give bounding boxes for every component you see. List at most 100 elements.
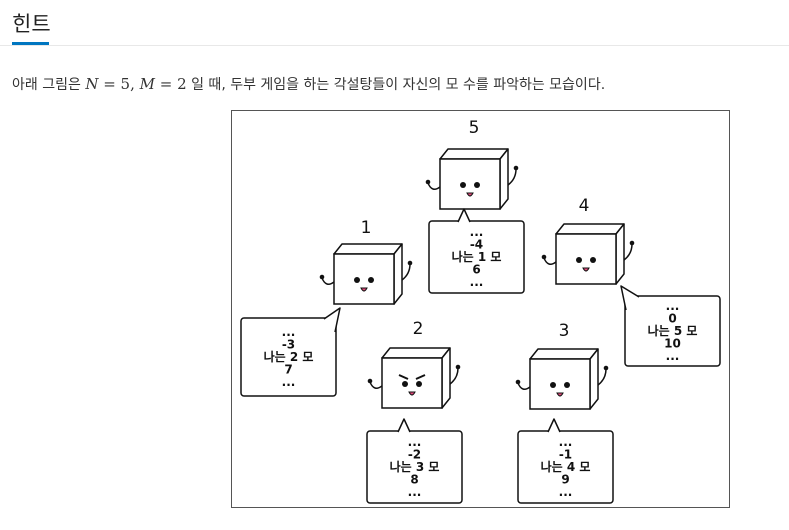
bubble-line: -1 bbox=[559, 447, 572, 461]
speech-bubble: ...-4나는 1 모6... bbox=[428, 208, 525, 294]
cube-front bbox=[555, 233, 617, 285]
bubble-line: ... bbox=[408, 435, 422, 449]
sugar-cube-4: 4 ...0나는 5 모10... bbox=[541, 196, 721, 367]
hint-header: 힌트 bbox=[0, 0, 789, 46]
bubble-line: -3 bbox=[282, 337, 295, 351]
bubble-mo-line: 나는 2 모 bbox=[264, 349, 314, 364]
bubble-mo-line: 나는 5 모 bbox=[648, 323, 698, 338]
cube-eye bbox=[564, 382, 570, 388]
cube-eye bbox=[550, 382, 556, 388]
header-divider bbox=[0, 45, 789, 46]
cube-arm-right bbox=[401, 263, 411, 281]
bubble-tail bbox=[620, 285, 640, 311]
cube-eye bbox=[402, 381, 408, 387]
bubble-line: -2 bbox=[408, 447, 421, 461]
bubble-line: 9 bbox=[561, 472, 569, 486]
bubble-line: 0 bbox=[668, 311, 676, 325]
bubble-line: 7 bbox=[284, 362, 292, 376]
cube-eye bbox=[354, 277, 360, 283]
cube-eye bbox=[474, 182, 480, 188]
cube-side bbox=[499, 148, 509, 210]
cube-label: 2 bbox=[413, 319, 424, 339]
cube-top bbox=[555, 223, 625, 235]
cube-eye bbox=[368, 277, 374, 283]
cube-label: 1 bbox=[361, 218, 372, 238]
cube-arm-left bbox=[369, 381, 383, 389]
cube-hand bbox=[407, 260, 413, 266]
speech-bubble: ...-2나는 3 모8... bbox=[366, 418, 463, 504]
cube-side bbox=[393, 243, 403, 305]
cube-top bbox=[381, 347, 451, 359]
bubble-line: ... bbox=[559, 435, 573, 449]
bubble-tail bbox=[457, 208, 471, 223]
cube-hand bbox=[541, 254, 547, 260]
cube-mouth bbox=[582, 267, 590, 272]
bubble-box bbox=[240, 317, 337, 397]
bubble-mo-line: 나는 4 모 bbox=[541, 459, 591, 474]
cube-side bbox=[615, 223, 625, 285]
cube-arm-left bbox=[427, 182, 441, 190]
bubble-box bbox=[624, 295, 721, 367]
cube-arm-right bbox=[597, 368, 607, 386]
bubble-line: 8 bbox=[410, 472, 418, 486]
bubble-line: ... bbox=[470, 225, 484, 239]
sugar-cube-1: 1...-3나는 2 모7... bbox=[240, 218, 413, 397]
cube-arm-right bbox=[449, 367, 459, 385]
cube-arm-right bbox=[623, 243, 633, 261]
cube-hand bbox=[603, 365, 609, 371]
cube-eye bbox=[460, 182, 466, 188]
cube-label: 5 bbox=[469, 118, 480, 138]
cube-label: 4 bbox=[579, 196, 590, 216]
cube-mouth bbox=[466, 192, 474, 197]
section-title: 힌트 bbox=[12, 12, 51, 36]
bubble-line: ... bbox=[408, 485, 422, 499]
bubble-mo-line: 나는 1 모 bbox=[452, 249, 502, 264]
cube-hand bbox=[367, 378, 373, 384]
cube-hand bbox=[629, 240, 635, 246]
cube-eyebrows bbox=[398, 374, 426, 380]
cube-mouth bbox=[408, 391, 416, 396]
cube-arm-left bbox=[543, 257, 557, 265]
hint-description: 아래 그림은 N = 5, M = 2 일 때, 두부 게임을 하는 각설탕들이… bbox=[12, 74, 605, 94]
sugar-cube-2: 2...-2나는 3 모8... bbox=[366, 319, 463, 504]
cube-top bbox=[333, 243, 403, 255]
cube-front bbox=[333, 253, 395, 305]
bubble-line: 6 bbox=[472, 262, 480, 276]
cube-front bbox=[529, 358, 591, 410]
bubble-line: ... bbox=[470, 275, 484, 289]
bubble-line: ... bbox=[666, 299, 680, 313]
desc-text-after: 일 때, 두부 게임을 하는 각설탕들이 자신의 모 수를 파악하는 모습이다. bbox=[186, 77, 606, 93]
bubble-mo-line: 나는 3 모 bbox=[390, 459, 440, 474]
cube-hand bbox=[425, 179, 431, 185]
cube-arm-right bbox=[507, 168, 517, 186]
math-n: N = 5, M = 2 bbox=[85, 75, 187, 93]
cube-top bbox=[529, 348, 599, 360]
cube-eye bbox=[576, 257, 582, 263]
cube-mouth bbox=[360, 287, 368, 292]
desc-text-before: 아래 그림은 bbox=[12, 77, 86, 93]
bubble-line: ... bbox=[559, 485, 573, 499]
bubble-line: ... bbox=[282, 375, 296, 389]
cube-arm-left bbox=[321, 277, 335, 285]
cube-front bbox=[381, 357, 443, 409]
cube-hand bbox=[513, 165, 519, 171]
cube-arm-left bbox=[517, 382, 531, 390]
bubble-box bbox=[517, 430, 614, 504]
cube-front bbox=[439, 158, 501, 210]
sugar-cube-5: 5 ...-4나는 1 모6... bbox=[425, 118, 525, 294]
speech-bubble: ...-3나는 2 모7... bbox=[240, 307, 341, 397]
bubble-tail bbox=[323, 307, 341, 333]
cube-top bbox=[439, 148, 509, 160]
sugar-cube-3: 3...-1나는 4 모9... bbox=[515, 321, 614, 504]
bubble-tail bbox=[397, 418, 411, 433]
speech-bubble: ...0나는 5 모10... bbox=[620, 285, 721, 367]
bubble-line: 10 bbox=[664, 336, 681, 350]
title-underline bbox=[12, 42, 49, 45]
cube-side bbox=[441, 347, 451, 409]
hint-illustration: 5...-4나는 1 모6...1...-3나는 2 모7...4...0나는 … bbox=[240, 118, 721, 504]
cube-hand bbox=[515, 379, 521, 385]
cube-eye bbox=[590, 257, 596, 263]
cube-label: 3 bbox=[559, 321, 570, 341]
bubble-box bbox=[366, 430, 463, 504]
